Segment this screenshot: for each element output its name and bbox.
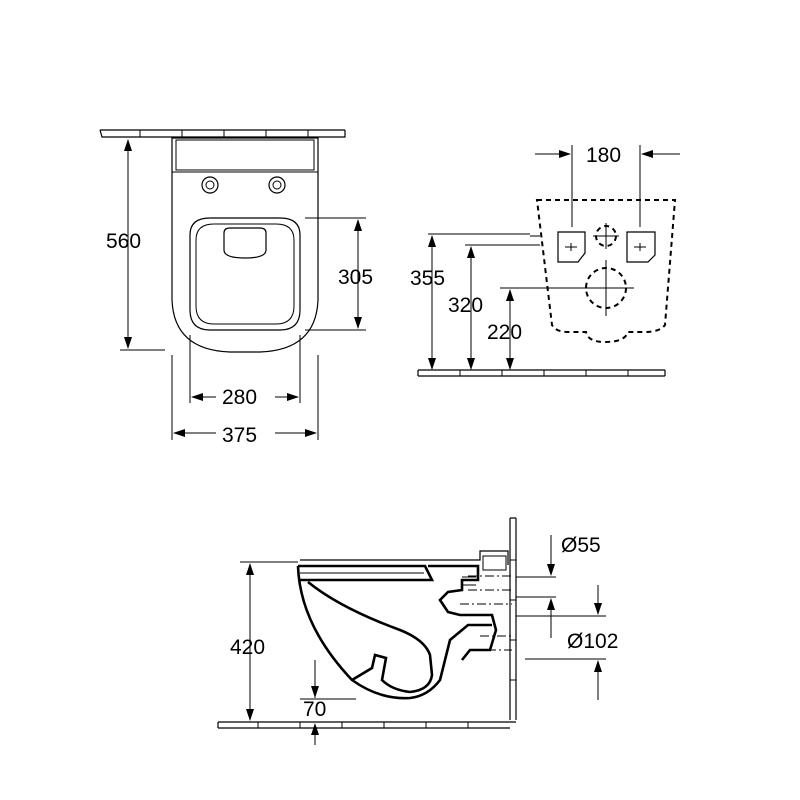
dim-420: 420 xyxy=(230,561,298,721)
dim-355: 355 xyxy=(410,233,530,370)
wall-side xyxy=(509,517,517,720)
dim-70: 70 xyxy=(300,660,356,745)
dim-305: 305 xyxy=(305,217,373,331)
dim-180: 180 xyxy=(535,144,680,227)
seat-lid-side xyxy=(298,564,435,582)
dim-diameter-102: Ø102 xyxy=(516,585,618,700)
dim-375: 375 xyxy=(171,355,319,447)
dim-280: 280 xyxy=(189,335,301,409)
floor-hatch-side xyxy=(217,721,516,729)
wall-hatch-top xyxy=(99,129,346,138)
dim-diameter-102-label: Ø102 xyxy=(567,630,618,653)
seat-lid-cutout xyxy=(223,227,267,259)
dim-320-label: 320 xyxy=(448,294,483,317)
seat-outline-top xyxy=(189,217,301,331)
bowl-trap xyxy=(351,653,411,694)
dim-420-label: 420 xyxy=(230,636,265,659)
dim-305-label: 305 xyxy=(338,266,373,289)
rear-outline-dashed xyxy=(535,199,677,344)
dim-diameter-55-label: Ø55 xyxy=(561,534,601,557)
side-view: 420 70 Ø55 Ø102 xyxy=(217,517,618,745)
rear-view: 180 355 320 220 xyxy=(410,144,680,377)
bowl-outline-top xyxy=(171,137,319,353)
rim-top-line xyxy=(300,550,509,565)
rear-body xyxy=(428,564,498,661)
dim-220: 220 xyxy=(487,287,578,370)
dim-diameter-55: Ø55 xyxy=(516,534,601,638)
floor-hatch-rear xyxy=(417,369,666,377)
dim-280-label: 280 xyxy=(222,386,257,409)
top-view: 560 305 280 375 xyxy=(99,129,373,447)
dim-375-label: 375 xyxy=(222,424,257,447)
bracket-left xyxy=(557,231,586,263)
dim-320: 320 xyxy=(448,244,530,370)
fixing-bolt-left xyxy=(201,176,219,194)
dim-355-label: 355 xyxy=(410,267,445,290)
bracket-right xyxy=(626,231,656,263)
dim-220-label: 220 xyxy=(487,321,522,344)
bowl-section-inner xyxy=(307,580,434,694)
dim-560-label: 560 xyxy=(106,230,141,253)
dim-180-label: 180 xyxy=(586,144,621,167)
fixing-bolt-right xyxy=(268,176,286,194)
dim-70-label: 70 xyxy=(303,698,326,721)
dim-560: 560 xyxy=(106,136,170,351)
bowl-section-outer xyxy=(296,565,492,700)
